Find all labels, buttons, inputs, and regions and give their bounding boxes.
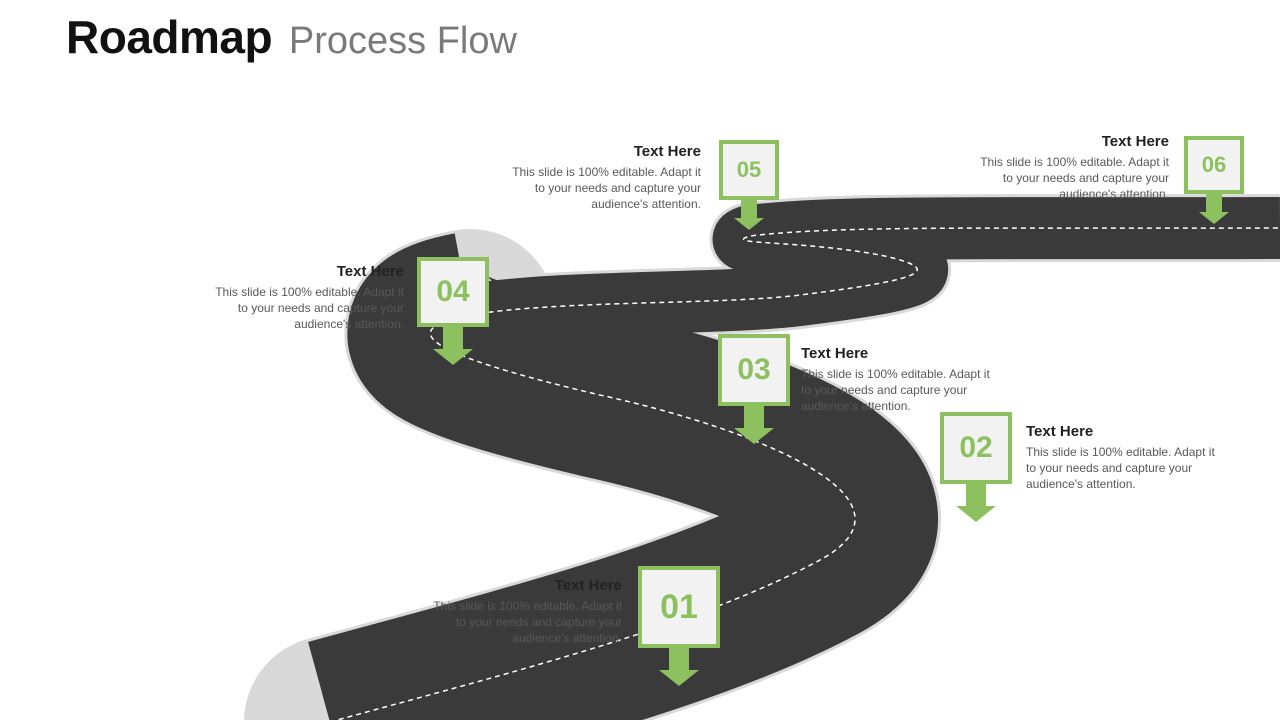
marker-stem [741, 200, 757, 218]
step-heading-06: Text Here [1101, 133, 1169, 150]
arrow-down-icon [734, 428, 774, 444]
title-bold: Roadmap [66, 11, 273, 63]
marker-stem [744, 406, 764, 428]
step-heading-02: Text Here [1026, 423, 1094, 440]
step-number-03: 03 [718, 334, 790, 406]
title-light: Process Flow [288, 20, 517, 62]
marker-stem [1206, 194, 1222, 212]
step-body-05: This slide is 100% editable. Adapt it to… [512, 165, 701, 211]
road-center-line [334, 227, 1280, 720]
step-marker-02: 02 [940, 412, 1012, 522]
step-marker-05: 05 [719, 140, 779, 230]
step-number-05: 05 [719, 140, 779, 200]
step-body-06: This slide is 100% editable. Adapt it to… [980, 155, 1169, 201]
step-heading-05: Text Here [633, 143, 701, 160]
step-callout-06: Text Here This slide is 100% editable. A… [969, 132, 1169, 202]
step-number-02: 02 [940, 412, 1012, 484]
step-body-01: This slide is 100% editable. Adapt it to… [433, 599, 622, 645]
step-body-02: This slide is 100% editable. Adapt it to… [1026, 445, 1215, 491]
step-number-01: 01 [638, 566, 720, 648]
step-marker-04: 04 [417, 257, 489, 365]
step-callout-05: Text Here This slide is 100% editable. A… [501, 142, 701, 212]
step-callout-01: Text Here This slide is 100% editable. A… [422, 576, 622, 646]
arrow-down-icon [734, 218, 764, 230]
slide-title: Roadmap Process Flow [66, 10, 517, 68]
arrow-down-icon [1199, 212, 1229, 224]
marker-stem [669, 648, 689, 670]
step-body-04: This slide is 100% editable. Adapt it to… [215, 285, 404, 331]
step-callout-04: Text Here This slide is 100% editable. A… [204, 262, 404, 332]
step-marker-01: 01 [638, 566, 720, 686]
step-callout-02: Text Here This slide is 100% editable. A… [1026, 422, 1226, 492]
marker-stem [966, 484, 986, 506]
arrow-down-icon [659, 670, 699, 686]
step-marker-06: 06 [1184, 136, 1244, 224]
step-marker-03: 03 [718, 334, 790, 444]
arrow-down-icon [956, 506, 996, 522]
step-heading-03: Text Here [801, 345, 869, 362]
step-number-06: 06 [1184, 136, 1244, 194]
step-heading-04: Text Here [336, 263, 404, 280]
step-callout-03: Text Here This slide is 100% editable. A… [801, 344, 1001, 414]
step-body-03: This slide is 100% editable. Adapt it to… [801, 367, 990, 413]
step-number-04: 04 [417, 257, 489, 327]
step-heading-01: Text Here [554, 577, 622, 594]
arrow-down-icon [433, 349, 473, 365]
marker-stem [443, 327, 463, 349]
